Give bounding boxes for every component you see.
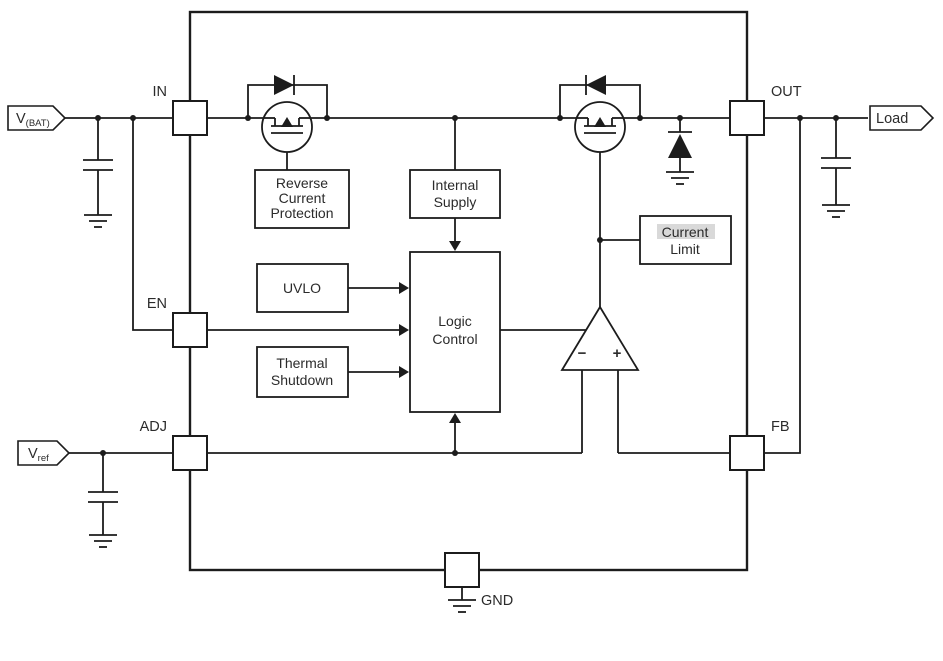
svg-text:Shutdown: Shutdown <box>271 372 333 388</box>
junction-dot <box>452 450 458 456</box>
logic-control-label: Logic <box>438 313 471 329</box>
svg-text:Protection: Protection <box>270 205 333 221</box>
junction-dot <box>637 115 643 121</box>
junction-dot <box>324 115 330 121</box>
internal-supply-label: Internal <box>432 177 479 193</box>
pin-adj <box>172 435 208 471</box>
amp-plus-sign: + <box>613 345 622 362</box>
junction-dot <box>245 115 251 121</box>
wire-out-to-fb <box>764 118 801 454</box>
error-amplifier-icon: − + <box>560 305 640 371</box>
pin-label-out: OUT <box>771 84 802 100</box>
pin-label-fb: FB <box>771 419 790 435</box>
junction-dot <box>797 115 803 121</box>
svg-text:Control: Control <box>432 331 477 347</box>
pin-fb <box>729 435 765 471</box>
pin-out <box>729 100 765 136</box>
svg-text:Current: Current <box>279 190 326 206</box>
pin-gnd <box>444 552 480 588</box>
current-limit-highlight <box>657 224 715 239</box>
ground-symbol-output-cap <box>822 204 850 218</box>
junction-dot <box>833 115 839 121</box>
junction-dots <box>95 115 839 456</box>
reverse-current-protection-label: Reverse <box>276 175 328 191</box>
clamp-diode-icon <box>668 134 692 158</box>
junction-dot <box>95 115 101 121</box>
svg-text:Supply: Supply <box>434 194 477 210</box>
logic-control-block: Logic Control <box>409 251 501 413</box>
current-limit-label: Current <box>662 224 709 240</box>
junction-dot <box>597 237 603 243</box>
uvlo-label: UVLO <box>283 280 321 296</box>
arrowhead-thermal <box>399 366 409 378</box>
pin-label-in: IN <box>153 84 168 100</box>
arrowhead-uvlo <box>399 282 409 294</box>
ground-symbol-clamp-diode <box>666 171 694 185</box>
internal-supply-block: Internal Supply <box>409 169 501 219</box>
pin-label-gnd: GND <box>481 593 513 609</box>
load-label: Load <box>876 111 908 127</box>
pin-en <box>172 312 208 348</box>
arrowhead-supply <box>449 241 461 251</box>
junction-dot <box>100 450 106 456</box>
pass-mosfet2-icon <box>574 101 626 153</box>
vref-label: Vref <box>28 446 49 464</box>
junction-dot <box>130 115 136 121</box>
arrowhead-en <box>399 324 409 336</box>
ground-symbol-gnd-pin <box>448 599 476 613</box>
junction-dot <box>677 115 683 121</box>
load-flag <box>869 105 935 131</box>
ground-symbol-input-cap <box>84 214 112 228</box>
uvlo-block: UVLO <box>256 263 349 313</box>
thermal-shutdown-block: Thermal Shutdown <box>256 346 349 398</box>
ground-symbol-vref-cap <box>89 534 117 548</box>
amp-minus-sign: − <box>578 345 587 362</box>
junction-dot <box>557 115 563 121</box>
vbat-label: V(BAT) <box>16 111 50 129</box>
pin-in <box>172 100 208 136</box>
arrowhead-adj <box>449 413 461 423</box>
pin-label-en: EN <box>147 296 167 312</box>
vbat-source-flag <box>7 105 67 131</box>
mosfet2-body-diode-icon <box>586 75 606 95</box>
thermal-shutdown-label: Thermal <box>276 355 327 371</box>
junction-dot <box>452 115 458 121</box>
reverse-current-protection-block: Reverse Current Protection <box>254 169 350 229</box>
mosfet1-body-diode-icon <box>274 75 294 95</box>
vref-source-flag <box>17 440 71 466</box>
pass-mosfet1-icon <box>261 101 313 153</box>
pin-label-adj: ADJ <box>140 419 167 435</box>
current-limit-block: Current Limit <box>639 215 732 265</box>
wire-vbat-to-en <box>132 118 173 331</box>
svg-text:Limit: Limit <box>670 241 700 257</box>
